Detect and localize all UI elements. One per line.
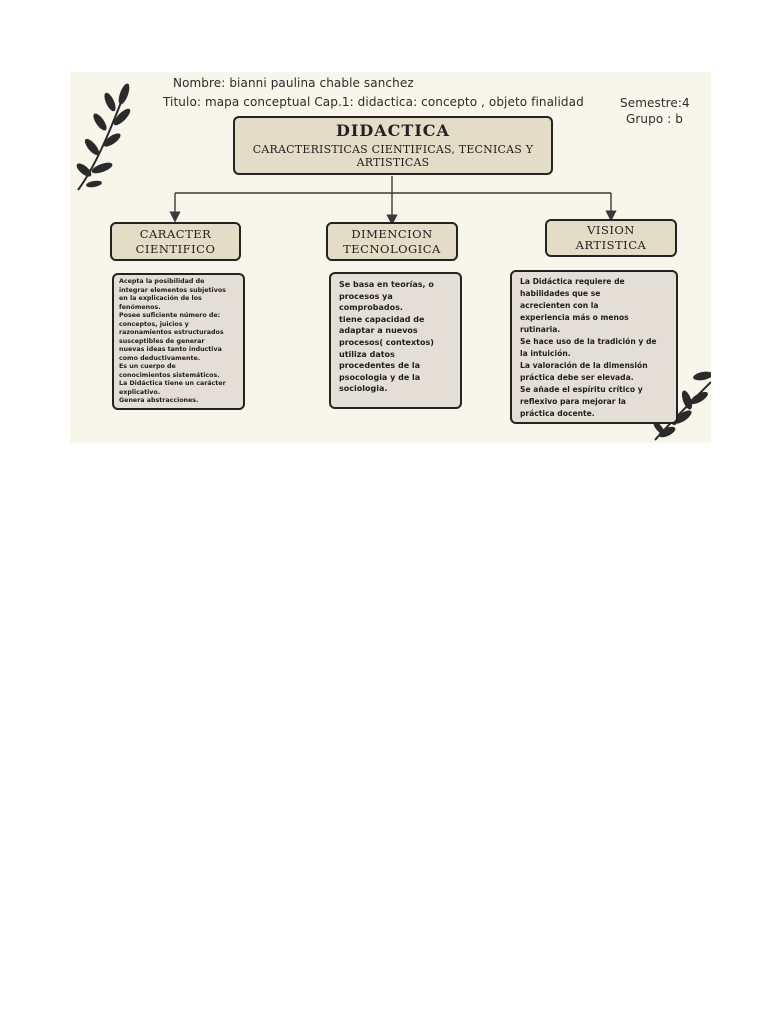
detail-vision-artistica: La Didáctica requiere de habilidades que…: [510, 270, 678, 424]
category-label: DIMENCION TECNOLOGICA: [343, 226, 441, 256]
category-dimencion-tecnologica: DIMENCION TECNOLOGICA: [326, 222, 458, 261]
category-vision-artistica: VISION ARTISTICA: [545, 219, 677, 257]
detail-text: Acepta la posibilidad de integrar elemen…: [119, 278, 226, 404]
main-subtitle: CARACTERISTICAS CIENTIFICAS, TECNICAS Y …: [252, 143, 534, 169]
semester-label: Semestre:4: [620, 96, 690, 110]
category-caracter-cientifico: CARACTER CIENTIFICO: [110, 222, 241, 261]
connector-lines: [169, 176, 617, 226]
leaf-branch-decoration-left: [76, 83, 131, 191]
group-label: Grupo : b: [626, 112, 683, 126]
detail-text: La Didáctica requiere de habilidades que…: [520, 277, 657, 418]
detail-text: Se basa en teorías, o procesos ya compro…: [339, 280, 434, 394]
student-name: Nombre: bianni paulina chable sanchez: [173, 76, 414, 90]
main-title: DIDACTICA: [336, 121, 450, 140]
category-label: VISION ARTISTICA: [575, 223, 647, 252]
detail-caracter-cientifico: Acepta la posibilidad de integrar elemen…: [112, 273, 245, 410]
concept-map-slide: Nombre: bianni paulina chable sanchez Ti…: [70, 72, 711, 443]
detail-dimencion-tecnologica: Se basa en teorías, o procesos ya compro…: [329, 272, 462, 409]
assignment-title: Titulo: mapa conceptual Cap.1: didactica…: [163, 95, 584, 109]
category-label: CARACTER CIENTIFICO: [135, 226, 216, 256]
main-concept-box: DIDACTICA CARACTERISTICAS CIENTIFICAS, T…: [233, 116, 553, 175]
